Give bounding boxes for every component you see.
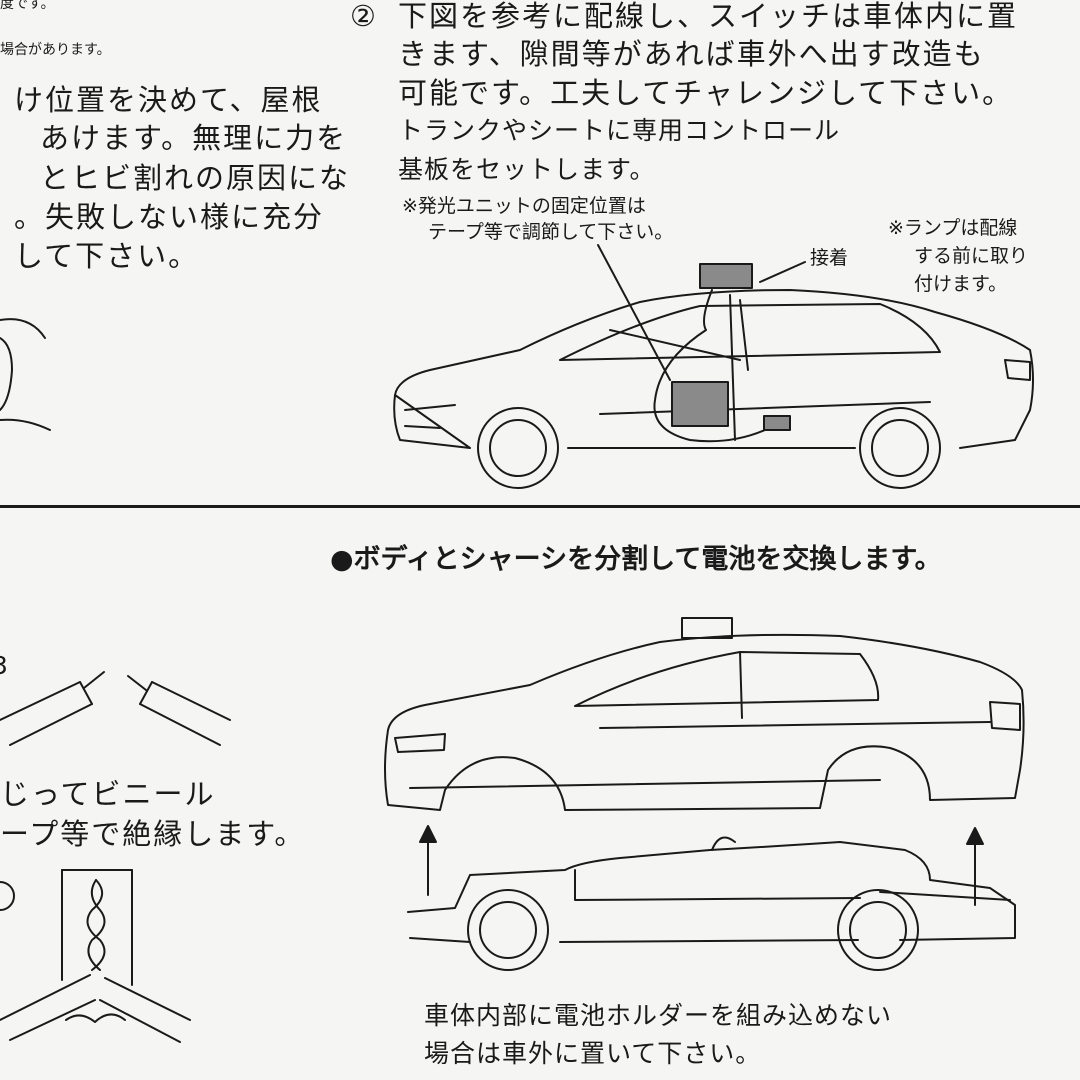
step2-line-3: 可能です。工夫してチャレンジして下さい。 bbox=[398, 76, 1014, 110]
step2-marker: ② bbox=[350, 0, 378, 33]
step2-line-1: 下図を参考に配線し、スイッチは車体内に置 bbox=[398, 0, 1019, 33]
top-car-illustration bbox=[393, 244, 1034, 489]
roof-lamp bbox=[699, 263, 753, 289]
unit-note-1: ※発光ユニットの固定位置は bbox=[402, 195, 646, 217]
wire-strip-illustration bbox=[0, 671, 231, 746]
step4-marker-fragment bbox=[0, 881, 15, 911]
lamp-note-3: 付けます。 bbox=[914, 273, 1008, 295]
left-line-4: 。失敗しない様に充分 bbox=[14, 200, 325, 234]
lamp-note-2: する前に取り bbox=[914, 245, 1029, 267]
step3-line-1: じってビニール bbox=[0, 777, 216, 811]
fragment-top: 度です。 bbox=[0, 0, 55, 12]
control-board bbox=[671, 381, 729, 427]
step3-marker: 3 bbox=[0, 651, 9, 681]
left-line-5: して下さい。 bbox=[14, 239, 200, 273]
step3-line-2: ープ等で絶縁します。 bbox=[0, 817, 306, 851]
unit-note-2: テープ等で調節して下さい。 bbox=[428, 221, 674, 243]
chassis-illustration bbox=[407, 836, 1016, 971]
left-line-3: とヒビ割れの原因にな bbox=[40, 161, 351, 195]
step2-line-2: きます、隙間等があれば車外へ出す改造も bbox=[398, 37, 985, 71]
twisted-wire-illustration bbox=[0, 869, 191, 1043]
left-line-2: あけます。無理に力を bbox=[40, 121, 348, 155]
fragment-note: 場合があります。 bbox=[0, 42, 111, 58]
body-shell-illustration bbox=[384, 617, 1025, 811]
lamp-note-1: ※ランプは配線 bbox=[888, 217, 1018, 239]
switch-unit bbox=[763, 415, 791, 431]
step2-line-4: トランクやシートに専用コントロール bbox=[398, 116, 841, 145]
battery-heading: ●ボディとシャーシを分割して電池を交換します。 bbox=[330, 544, 942, 575]
separation-arrows bbox=[419, 825, 984, 906]
step2-line-5: 基板をセットします。 bbox=[398, 155, 656, 184]
glue-label: 接着 bbox=[810, 247, 849, 269]
bottom-note-1: 車体内部に電池ホルダーを組み込めない bbox=[424, 1001, 893, 1030]
left-line-1: け位置を決めて、屋根 bbox=[14, 83, 323, 117]
left-car-fragment bbox=[0, 318, 51, 431]
section-divider bbox=[0, 505, 1080, 508]
bottom-note-2: 場合は車外に置いて下さい。 bbox=[424, 1039, 762, 1068]
